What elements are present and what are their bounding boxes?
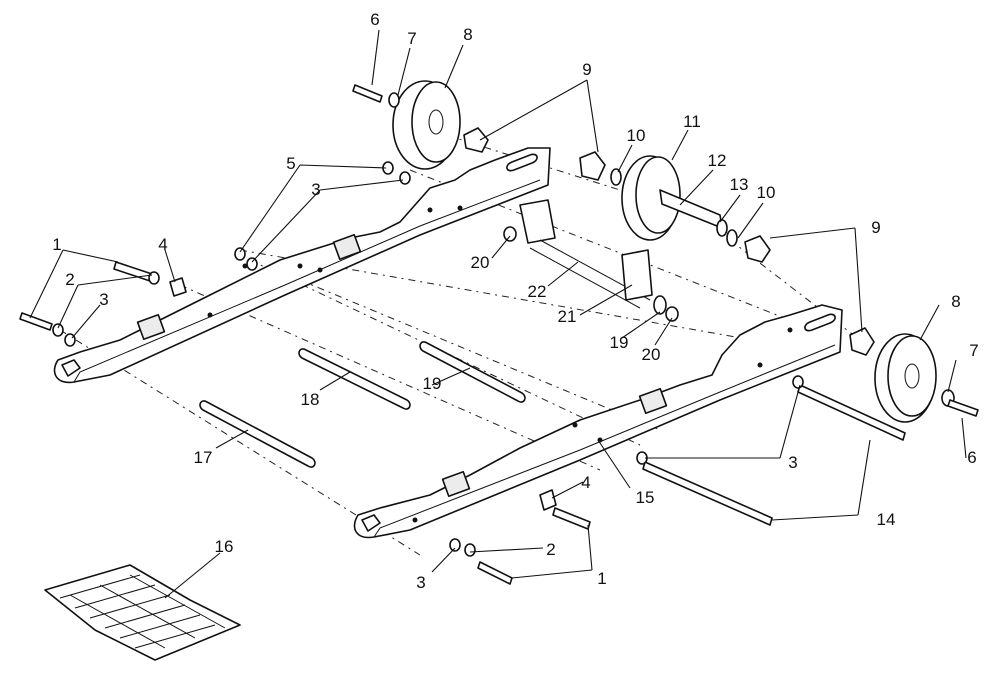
callout-4b: 4 [581, 473, 590, 492]
callout-17: 17 [194, 448, 213, 467]
callout-3d: 3 [416, 573, 425, 592]
callout-1a: 1 [52, 235, 61, 254]
wheel-center [579, 151, 738, 247]
callout-19a: 19 [610, 333, 629, 352]
wheel-bottom-right [744, 235, 955, 423]
callout-6a: 6 [370, 10, 379, 29]
right-rail [353, 304, 843, 539]
callout-9b: 9 [871, 218, 880, 237]
callout-15: 15 [636, 488, 655, 507]
callout-2a: 2 [65, 270, 74, 289]
callout-labels: 6 7 8 9 10 11 12 13 10 9 5 3 1 2 3 4 20 … [52, 10, 978, 592]
callout-5: 5 [286, 154, 295, 173]
callout-20b: 20 [642, 345, 661, 364]
callout-10b: 10 [757, 183, 776, 202]
callout-16: 16 [215, 537, 234, 556]
center-axle [503, 199, 679, 322]
callout-3b: 3 [99, 290, 108, 309]
left-rail [53, 147, 551, 384]
callout-3a: 3 [311, 180, 320, 199]
callout-3c: 3 [788, 453, 797, 472]
callout-21: 21 [558, 307, 577, 326]
leader-lines [29, 29, 967, 599]
callout-8b: 8 [951, 292, 960, 311]
track-belt [44, 564, 241, 661]
callout-9a: 9 [582, 60, 591, 79]
fasteners [19, 84, 979, 585]
callout-2b: 2 [546, 540, 555, 559]
callout-22: 22 [528, 282, 547, 301]
wheel-top-left [392, 80, 489, 170]
callout-18: 18 [301, 390, 320, 409]
cross-shafts [199, 341, 526, 468]
callout-7a: 7 [407, 29, 416, 48]
callout-19b: 19 [423, 374, 442, 393]
callout-14: 14 [877, 510, 896, 529]
callout-7b: 7 [969, 341, 978, 360]
callout-10a: 10 [627, 126, 646, 145]
callout-1b: 1 [597, 569, 606, 588]
callout-12: 12 [708, 151, 727, 170]
callout-13: 13 [730, 175, 749, 194]
callout-6b: 6 [967, 448, 976, 467]
callout-8a: 8 [463, 25, 472, 44]
callout-4a: 4 [158, 235, 167, 254]
callout-11: 11 [683, 112, 701, 131]
callout-20a: 20 [471, 253, 490, 272]
